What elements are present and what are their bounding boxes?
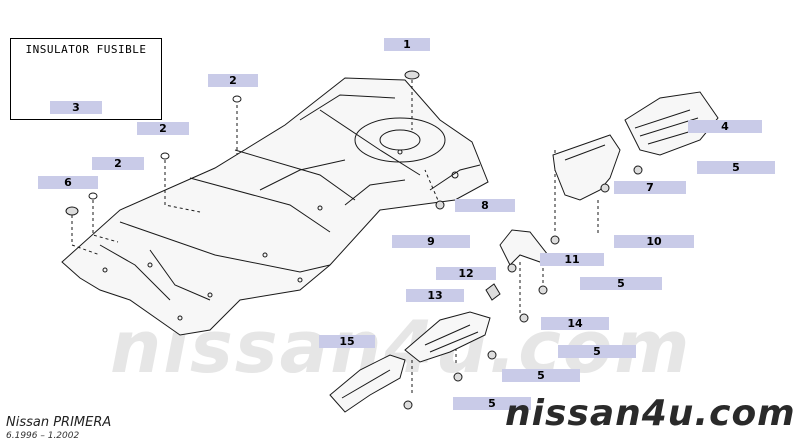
brand-text: nissan4u.com [505, 393, 796, 434]
callout-label: 9 [392, 235, 470, 248]
callout-label: 5 [453, 397, 531, 410]
callout-label: 5 [502, 369, 580, 382]
bolts [403, 165, 643, 410]
callout-label: 13 [406, 289, 464, 302]
part-15-shield [329, 354, 406, 413]
callout-label: 11 [540, 253, 604, 266]
part-2-clips [88, 95, 242, 200]
callout-label: 10 [614, 235, 694, 248]
callout-label: 15 [319, 335, 375, 348]
part-1-grommet [404, 70, 420, 80]
callout-label: 12 [436, 267, 496, 280]
part-7-shield [552, 134, 621, 201]
callout-label: 5 [558, 345, 636, 358]
part-13-shield [404, 311, 491, 363]
model-name: Nissan PRIMERA [6, 415, 112, 430]
callout-label: 5 [580, 277, 662, 290]
callout-label: 14 [541, 317, 609, 330]
part-6-grommet [65, 206, 79, 216]
production-dates: 6.1996 – 1.2002 [6, 431, 80, 441]
callout-label: 2 [92, 157, 144, 170]
floor-panel [61, 77, 489, 336]
callout-label: 1 [384, 38, 430, 51]
part-8-clip [435, 200, 445, 210]
legend-number: 3 [50, 101, 102, 114]
callout-label: 7 [614, 181, 686, 194]
callout-label: 6 [38, 176, 98, 189]
callout-label: 4 [688, 120, 762, 133]
callout-label: 2 [208, 74, 258, 87]
legend-title: INSULATOR FUSIBLE [25, 43, 147, 56]
callout-label: 5 [697, 161, 775, 174]
callout-label: 8 [455, 199, 515, 212]
callout-label: 2 [137, 122, 189, 135]
part-12-insulator [485, 283, 501, 301]
